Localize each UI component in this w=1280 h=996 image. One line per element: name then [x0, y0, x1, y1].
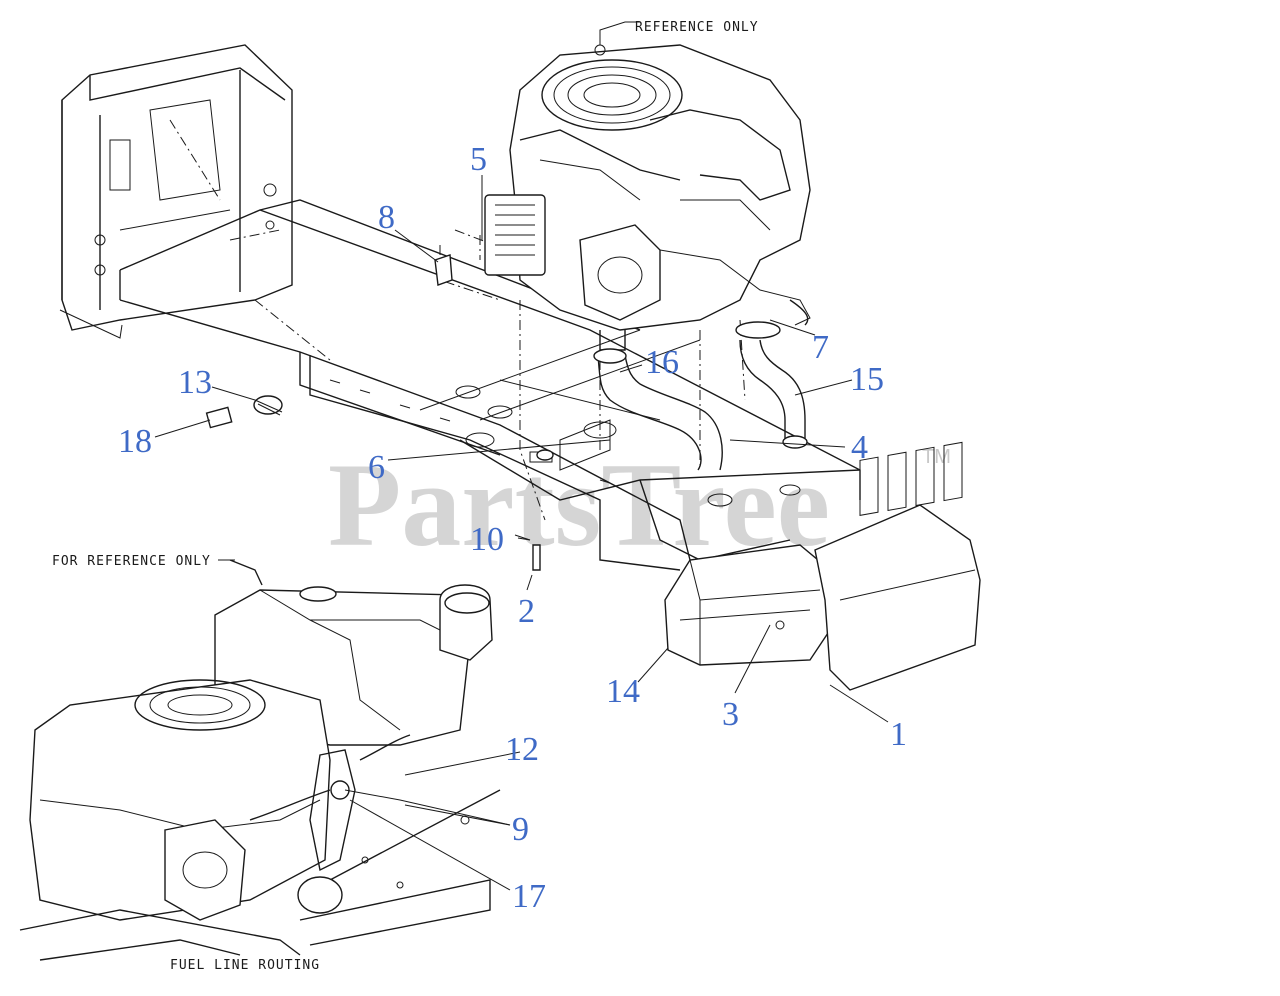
reference-notes: REFERENCE ONLY FOR REFERENCE ONLY FUEL L…: [52, 20, 759, 973]
callout-4[interactable]: 4: [851, 429, 868, 466]
engine-upper: [484, 21, 811, 351]
callout-14[interactable]: 14: [606, 673, 640, 710]
callout-12[interactable]: 12: [505, 731, 539, 768]
exhaust-pipes: [593, 299, 809, 471]
small-parts: [205, 254, 554, 571]
callout-6[interactable]: 6: [368, 449, 385, 486]
note-for-reference-only: FOR REFERENCE ONLY: [52, 554, 211, 569]
callouts: 1 2 3 4 5 6 7 8 9 10 12 13 14 15 16 17 1…: [118, 141, 907, 915]
callout-16[interactable]: 16: [645, 344, 679, 381]
callout-15[interactable]: 15: [850, 361, 884, 398]
fuel-line-inset: [19, 559, 501, 961]
watermark-tm: TM: [922, 446, 951, 468]
note-fuel-line-routing: FUEL LINE ROUTING: [170, 958, 320, 973]
callout-10[interactable]: 10: [470, 521, 504, 558]
main-frame: [119, 199, 861, 571]
callout-17[interactable]: 17: [512, 878, 546, 915]
watermark: PartsTree TM: [328, 438, 951, 571]
rear-frame: [59, 44, 293, 339]
callout-3[interactable]: 3: [722, 696, 739, 733]
watermark-text: PartsTree: [328, 438, 830, 571]
callout-2[interactable]: 2: [518, 593, 535, 630]
leader-lines: [154, 175, 889, 891]
callout-18[interactable]: 18: [118, 423, 152, 460]
muffler: [664, 544, 831, 666]
heat-shield: [814, 441, 981, 691]
callout-9[interactable]: 9: [512, 811, 529, 848]
callout-5[interactable]: 5: [470, 141, 487, 178]
callout-7[interactable]: 7: [812, 329, 829, 366]
callout-13[interactable]: 13: [178, 364, 212, 401]
callout-8[interactable]: 8: [378, 199, 395, 236]
note-reference-only: REFERENCE ONLY: [635, 20, 759, 35]
callout-1[interactable]: 1: [890, 716, 907, 753]
